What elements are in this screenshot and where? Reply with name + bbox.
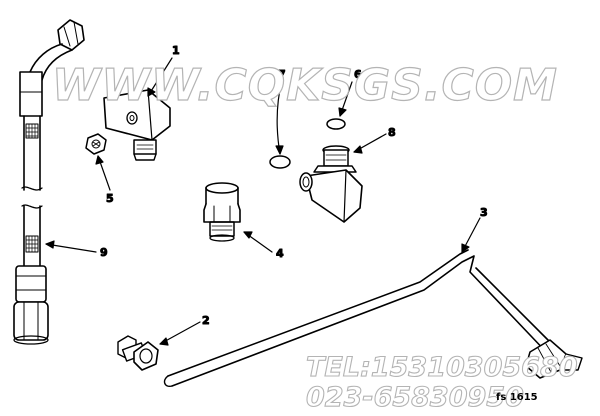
- callout-4: 4: [276, 247, 284, 260]
- o-ring-part-6: [326, 118, 346, 130]
- callout-3: 3: [480, 206, 488, 219]
- callout-2: 2: [202, 314, 210, 327]
- callout-9: 9: [100, 246, 108, 259]
- figure-code: fs 1615: [496, 392, 538, 403]
- callout-1: 1: [172, 44, 180, 57]
- watermark-site: WWW.CQKSGS.COM: [51, 59, 558, 111]
- callout-6: 6: [354, 68, 362, 81]
- tube-part-3: [163, 249, 583, 388]
- adapter-part-4: [203, 182, 241, 242]
- watermark-tel-line-2: 023-65830950: [305, 381, 524, 413]
- callout-7: 7: [278, 68, 286, 81]
- o-ring-part-7: [269, 155, 291, 169]
- elbow-block-part-1: [103, 89, 171, 161]
- connector-part-2: [117, 335, 159, 371]
- watermark-tel-line-1: TEL:15310305680: [305, 351, 578, 383]
- callout-5: 5: [106, 192, 114, 205]
- leader-lines: [45, 57, 481, 346]
- callout-8: 8: [388, 126, 396, 139]
- elbow-fitting-part-8: [299, 145, 363, 223]
- plug-part-5: [85, 133, 107, 155]
- hose-assembly-part-9: [13, 19, 85, 345]
